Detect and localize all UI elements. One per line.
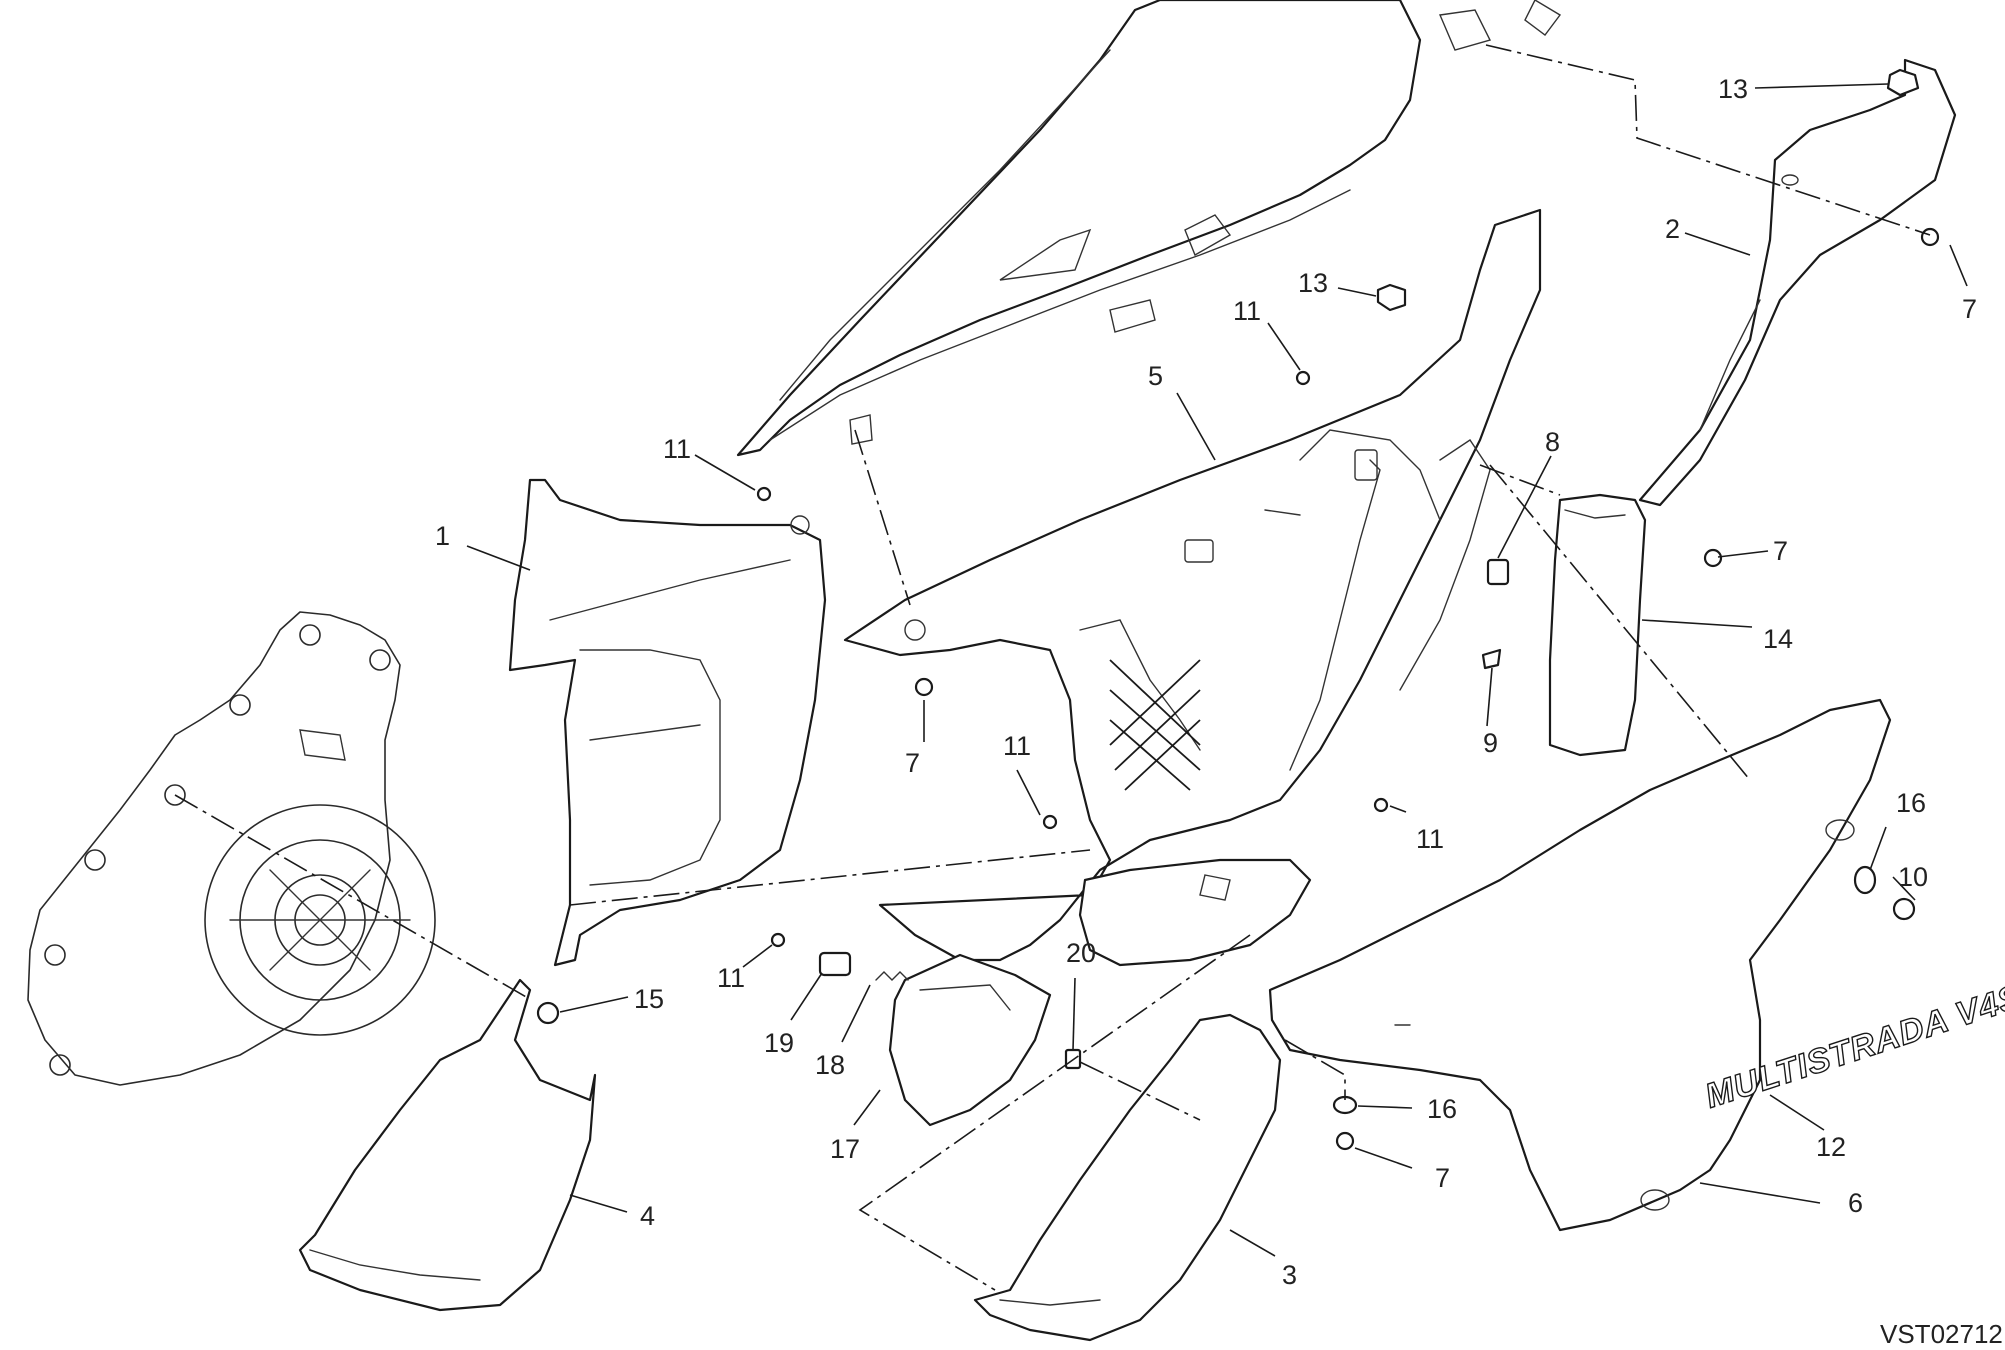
engine-cover [27, 611, 436, 1086]
part-5-inner-panel [843, 208, 1542, 967]
callout-7-top-right: 7 [1962, 294, 1977, 324]
callout-7-center: 7 [905, 748, 920, 778]
callout-10: 10 [1898, 862, 1928, 892]
callout-5: 5 [1148, 361, 1163, 391]
part-2-upper-side-panel [1638, 58, 1957, 507]
callout-11-right: 11 [1416, 824, 1444, 854]
callout-4: 4 [640, 1201, 655, 1231]
part-6-right-fairing [1268, 698, 1892, 1232]
callout-8: 8 [1545, 427, 1560, 457]
callout-7-right: 7 [1773, 536, 1788, 566]
upper-fairing [736, 0, 1562, 457]
callout-11-top: 11 [1233, 296, 1261, 326]
callout-13-top: 13 [1718, 74, 1748, 104]
callout-16-bottom: 16 [1427, 1094, 1457, 1124]
callout-15: 15 [634, 984, 664, 1014]
part-1-left-duct [508, 478, 827, 967]
callout-11-left: 11 [663, 434, 691, 464]
callout-20: 20 [1066, 938, 1096, 968]
assembly-centerlines [174, 44, 1931, 1291]
callout-12: 12 [1816, 1132, 1846, 1162]
diagram-code: VST02712 [1880, 1319, 2003, 1349]
callout-14: 14 [1763, 624, 1793, 654]
part-4-lower-left-fairing [298, 978, 597, 1312]
callout-2: 2 [1665, 214, 1680, 244]
callout-9: 9 [1483, 728, 1498, 758]
callout-1: 1 [435, 521, 450, 551]
callout-7-bottom: 7 [1435, 1163, 1450, 1193]
callout-6: 6 [1848, 1188, 1863, 1218]
grille-mesh [1109, 659, 1201, 791]
callout-13-center: 13 [1298, 268, 1328, 298]
part-3-lower-center-fairing [973, 1013, 1282, 1342]
callout-labels: 1 2 3 4 5 6 7 7 7 7 8 9 10 11 11 11 11 1… [435, 74, 1977, 1290]
callout-16-top: 16 [1896, 788, 1926, 818]
part-17-bracket [888, 953, 1052, 1127]
callout-11-bottom: 11 [717, 963, 745, 993]
callout-11-center: 11 [1003, 731, 1031, 761]
fasteners [536, 68, 1940, 1151]
callout-19: 19 [764, 1028, 794, 1058]
callout-3: 3 [1282, 1260, 1297, 1290]
part-14-side-vent [1548, 493, 1647, 757]
leader-lines [466, 83, 1968, 1257]
callout-17: 17 [830, 1134, 860, 1164]
callout-18: 18 [815, 1050, 845, 1080]
